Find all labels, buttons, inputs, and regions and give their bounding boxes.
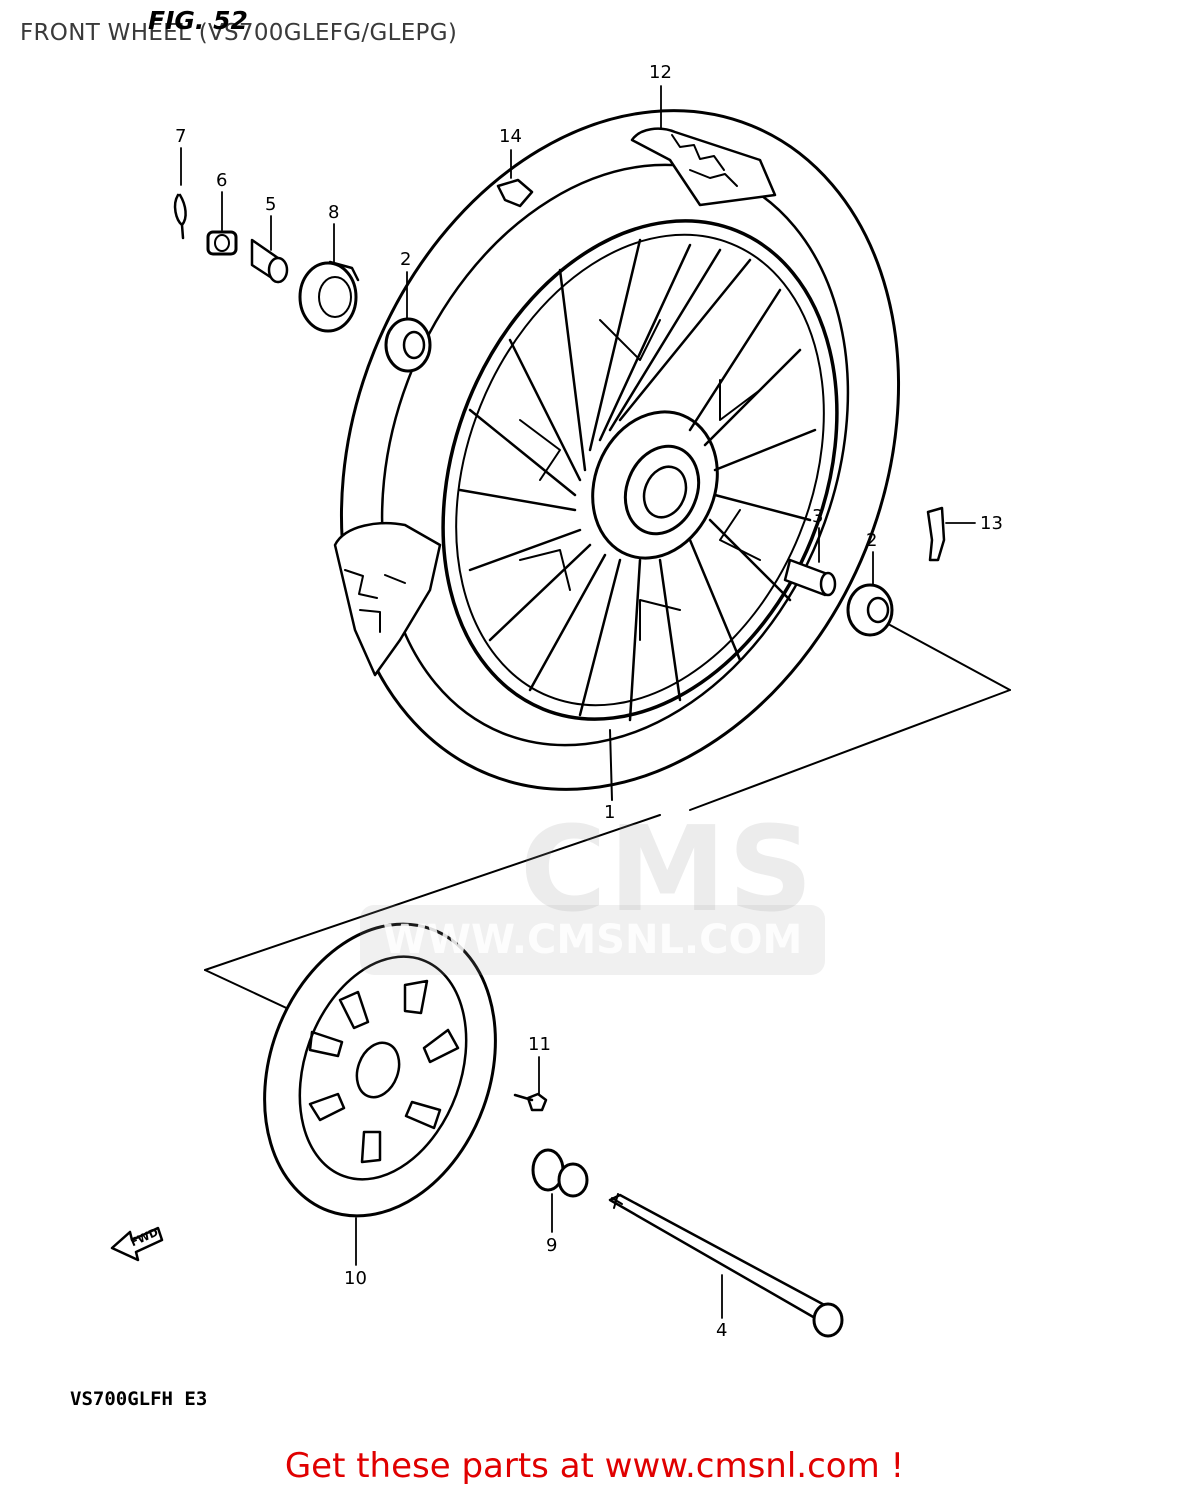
tire-drawing (333, 109, 900, 791)
figure-number: FIG. 52 (148, 6, 248, 35)
callout-13: 13 (980, 513, 1003, 534)
callout-14: 14 (499, 126, 522, 147)
part-4-front-axle (608, 1193, 844, 1338)
callout-12: 12 (649, 62, 672, 83)
watermark-logo: CMS (520, 800, 816, 938)
part-13-tire-valve (926, 506, 976, 562)
part-14-clip (496, 149, 534, 208)
part-10-brake-disc (263, 922, 497, 1266)
part-3-spacer (783, 527, 837, 597)
part-11-disc-bolt (513, 1056, 548, 1112)
callout-4: 4 (716, 1320, 728, 1341)
assembly-plane-lines (204, 624, 1011, 1013)
callout-7: 7 (175, 126, 187, 147)
part-2-bearing-right (846, 551, 894, 637)
callout-9: 9 (546, 1235, 558, 1256)
forward-direction-arrow (110, 1226, 164, 1262)
callout-2-left: 2 (400, 249, 412, 270)
callout-5: 5 (265, 194, 277, 215)
callout-6: 6 (216, 170, 228, 191)
parts-link[interactable]: Get these parts at www.cmsnl.com ! (284, 1446, 905, 1486)
part-6-axle-nut (206, 191, 238, 256)
callout-3: 3 (812, 506, 824, 527)
part-5-spacer (250, 215, 289, 284)
callout-10: 10 (344, 1268, 367, 1289)
model-code: VS700GLFH E3 (70, 1388, 208, 1410)
callout-2-right: 2 (866, 530, 878, 551)
diagram-title: FRONT WHEEL (VS700GLEFG/GLEPG) (20, 20, 458, 46)
callout-1: 1 (604, 802, 616, 823)
wheel-rim-drawing (441, 219, 839, 801)
callout-11: 11 (528, 1034, 551, 1055)
part-2-bearing-left (384, 271, 432, 373)
callout-8: 8 (328, 202, 340, 223)
part-8-speedometer-gearbox (298, 223, 360, 333)
watermark-url: WWW.CMSNL.COM (360, 905, 825, 975)
part-9-collar (531, 1148, 589, 1233)
part-7-cotter-pin (173, 147, 187, 240)
